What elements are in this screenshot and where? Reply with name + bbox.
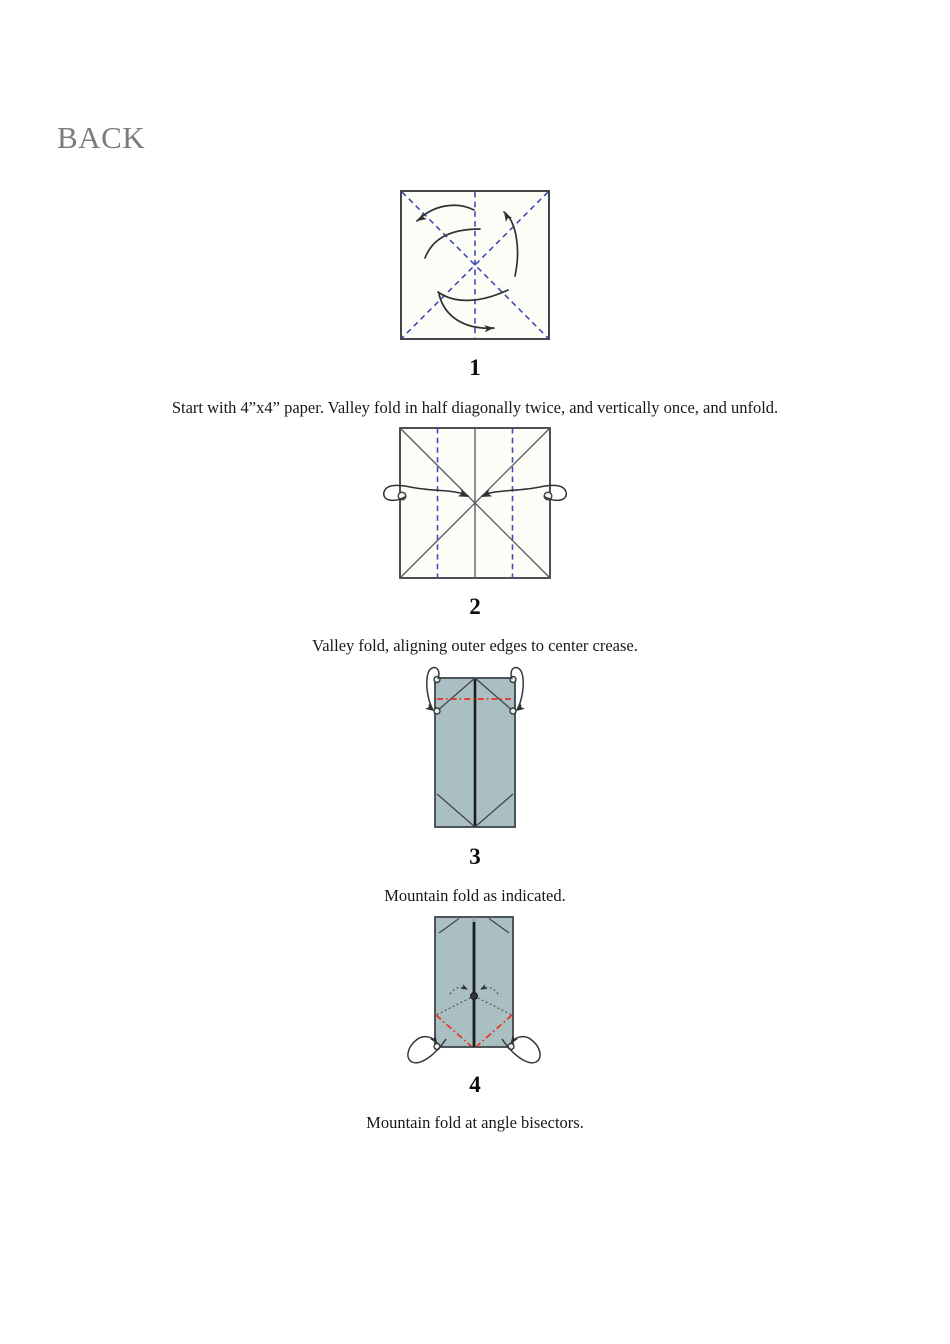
step2-fold-edges-to-center-diagram bbox=[383, 427, 567, 579]
edge-to-center-arrows bbox=[383, 484, 567, 502]
step3-number: 3 bbox=[469, 844, 481, 869]
fold-unfold-arrows bbox=[416, 204, 519, 333]
step4-angle-bisector-fold-diagram bbox=[407, 916, 541, 1064]
corner-crease-lines bbox=[436, 677, 514, 828]
existing-crease-lines bbox=[399, 427, 551, 579]
fold-behind-loop-arrows bbox=[425, 666, 525, 711]
step1-number: 1 bbox=[469, 355, 481, 380]
step2-caption: Valley fold, aligning outer edges to cen… bbox=[312, 636, 638, 655]
step2-number: 2 bbox=[469, 594, 481, 619]
step3-mountain-fold-top-diagram bbox=[425, 666, 525, 828]
step1-unfolded-square-diagram bbox=[400, 190, 550, 340]
back-link[interactable]: BACK bbox=[57, 120, 146, 155]
step3-caption: Mountain fold as indicated. bbox=[384, 886, 566, 905]
step1-caption: Start with 4”x4” paper. Valley fold in h… bbox=[171, 398, 779, 417]
mountain-fold-bisector-lines bbox=[435, 1014, 513, 1047]
top-corner-crease-lines bbox=[438, 918, 510, 934]
step4-caption: Mountain fold at angle bisectors. bbox=[366, 1113, 584, 1132]
center-pivot-circle bbox=[469, 991, 478, 1000]
fold-reference-circles bbox=[433, 675, 517, 715]
step4-number: 4 bbox=[469, 1072, 481, 1097]
small-rotate-arrowhead-right bbox=[480, 984, 488, 990]
valley-crease-dashed-lines bbox=[401, 191, 549, 339]
small-rotate-arrowhead-left bbox=[460, 984, 468, 990]
fold-behind-loop-arrows bbox=[407, 1035, 541, 1064]
